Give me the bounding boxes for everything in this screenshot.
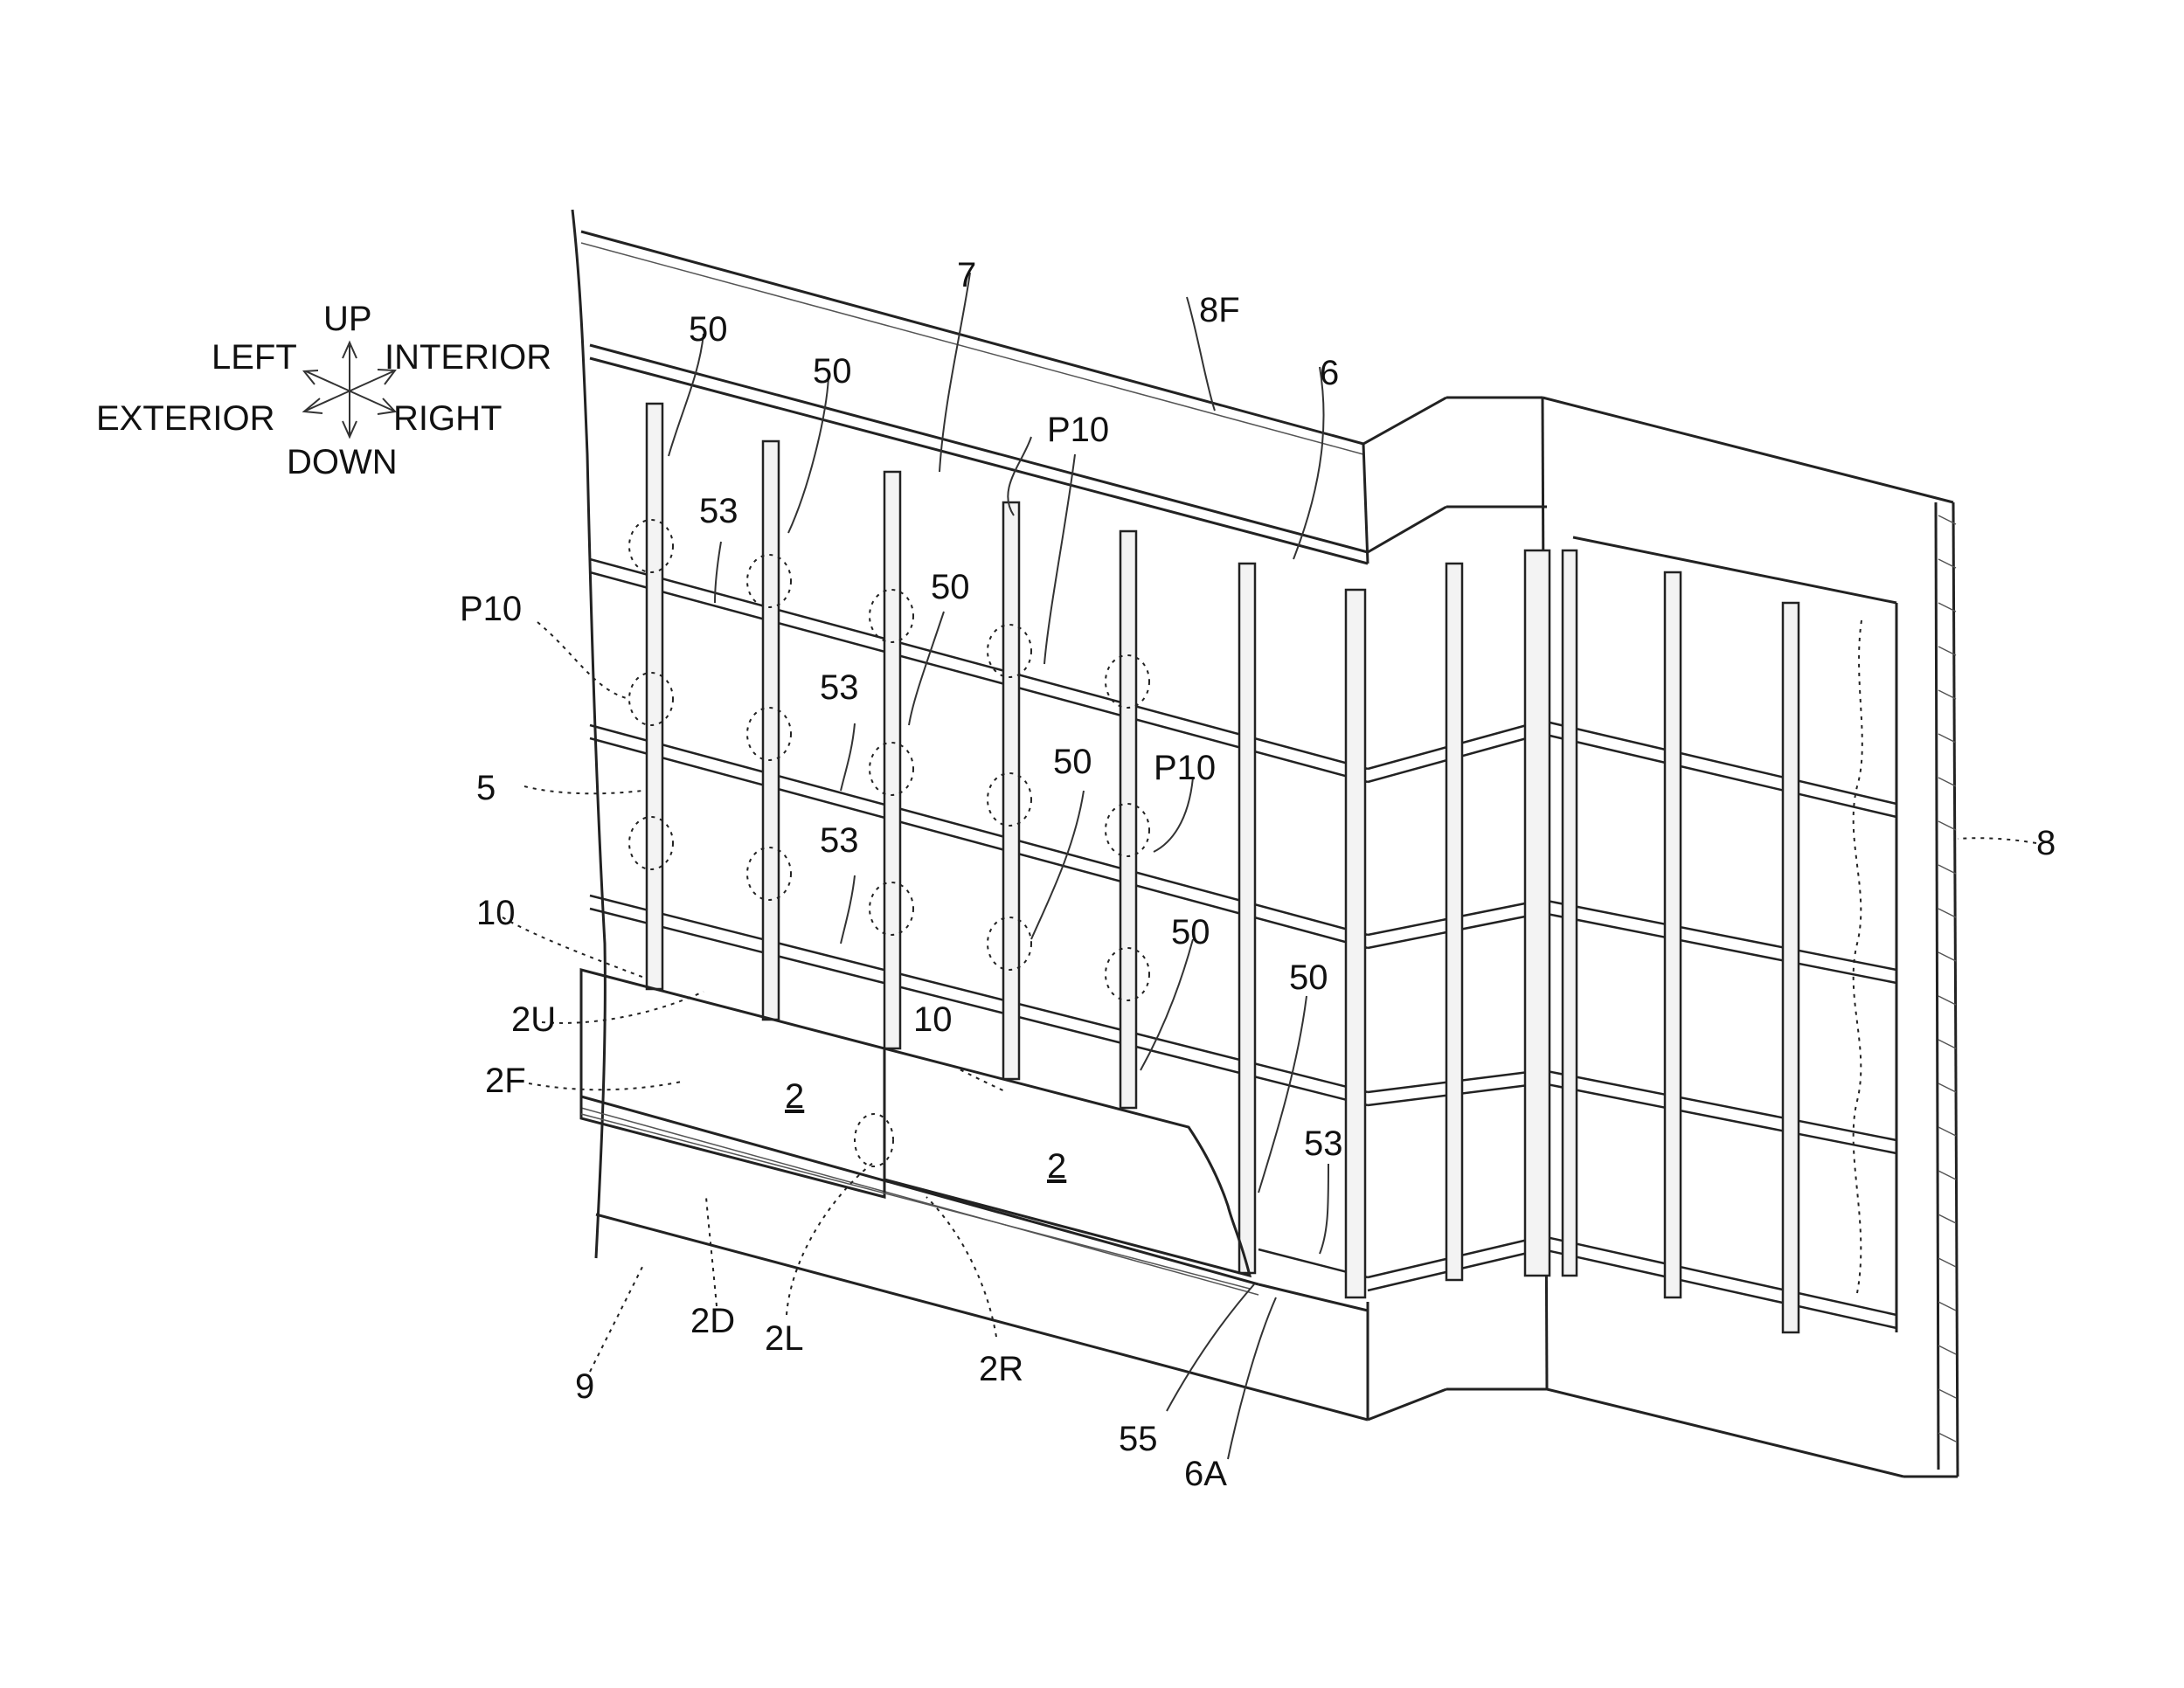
label-P10-b: P10 [460, 590, 522, 628]
label-2-a: 2 [785, 1077, 804, 1116]
label-50-f: 50 [1289, 958, 1328, 997]
label-53-c: 53 [820, 821, 859, 860]
label-55: 55 [1119, 1420, 1158, 1458]
label-50-b: 50 [813, 352, 852, 391]
reference-labels: 7 8F 6 50 50 P10 53 50 P10 53 5 50 P10 5… [460, 256, 2056, 1493]
label-10-b: 10 [913, 1000, 953, 1039]
direction-left: LEFT [211, 338, 297, 377]
label-10-a: 10 [476, 894, 516, 932]
direction-down: DOWN [287, 443, 398, 481]
direction-right: RIGHT [393, 399, 502, 438]
building-structure [572, 210, 1958, 1477]
label-2D: 2D [690, 1302, 735, 1340]
direction-interior: INTERIOR [385, 338, 551, 377]
label-6: 6 [1320, 354, 1339, 392]
label-53-a: 53 [699, 492, 738, 530]
direction-exterior: EXTERIOR [96, 399, 274, 438]
label-50-e: 50 [1171, 913, 1210, 951]
label-2U: 2U [511, 1000, 556, 1039]
label-50-c: 50 [931, 568, 970, 606]
label-53-d: 53 [1304, 1124, 1343, 1163]
label-50-d: 50 [1053, 743, 1092, 781]
label-53-b: 53 [820, 668, 859, 707]
label-8: 8 [2036, 824, 2056, 862]
direction-up: UP [323, 300, 372, 338]
label-2F: 2F [485, 1062, 526, 1100]
label-6A: 6A [1184, 1455, 1227, 1493]
leader-lines [503, 273, 2036, 1459]
label-7: 7 [957, 256, 976, 294]
label-P10-a: P10 [1047, 411, 1109, 449]
label-2-b: 2 [1047, 1147, 1066, 1186]
label-2L: 2L [765, 1319, 804, 1358]
label-2R: 2R [979, 1350, 1023, 1388]
direction-compass: UP LEFT INTERIOR EXTERIOR RIGHT DOWN [96, 300, 551, 481]
label-50-a: 50 [689, 310, 728, 349]
label-P10-c: P10 [1154, 749, 1216, 787]
label-5: 5 [476, 769, 496, 807]
label-8F: 8F [1199, 291, 1240, 329]
label-9: 9 [575, 1367, 594, 1406]
